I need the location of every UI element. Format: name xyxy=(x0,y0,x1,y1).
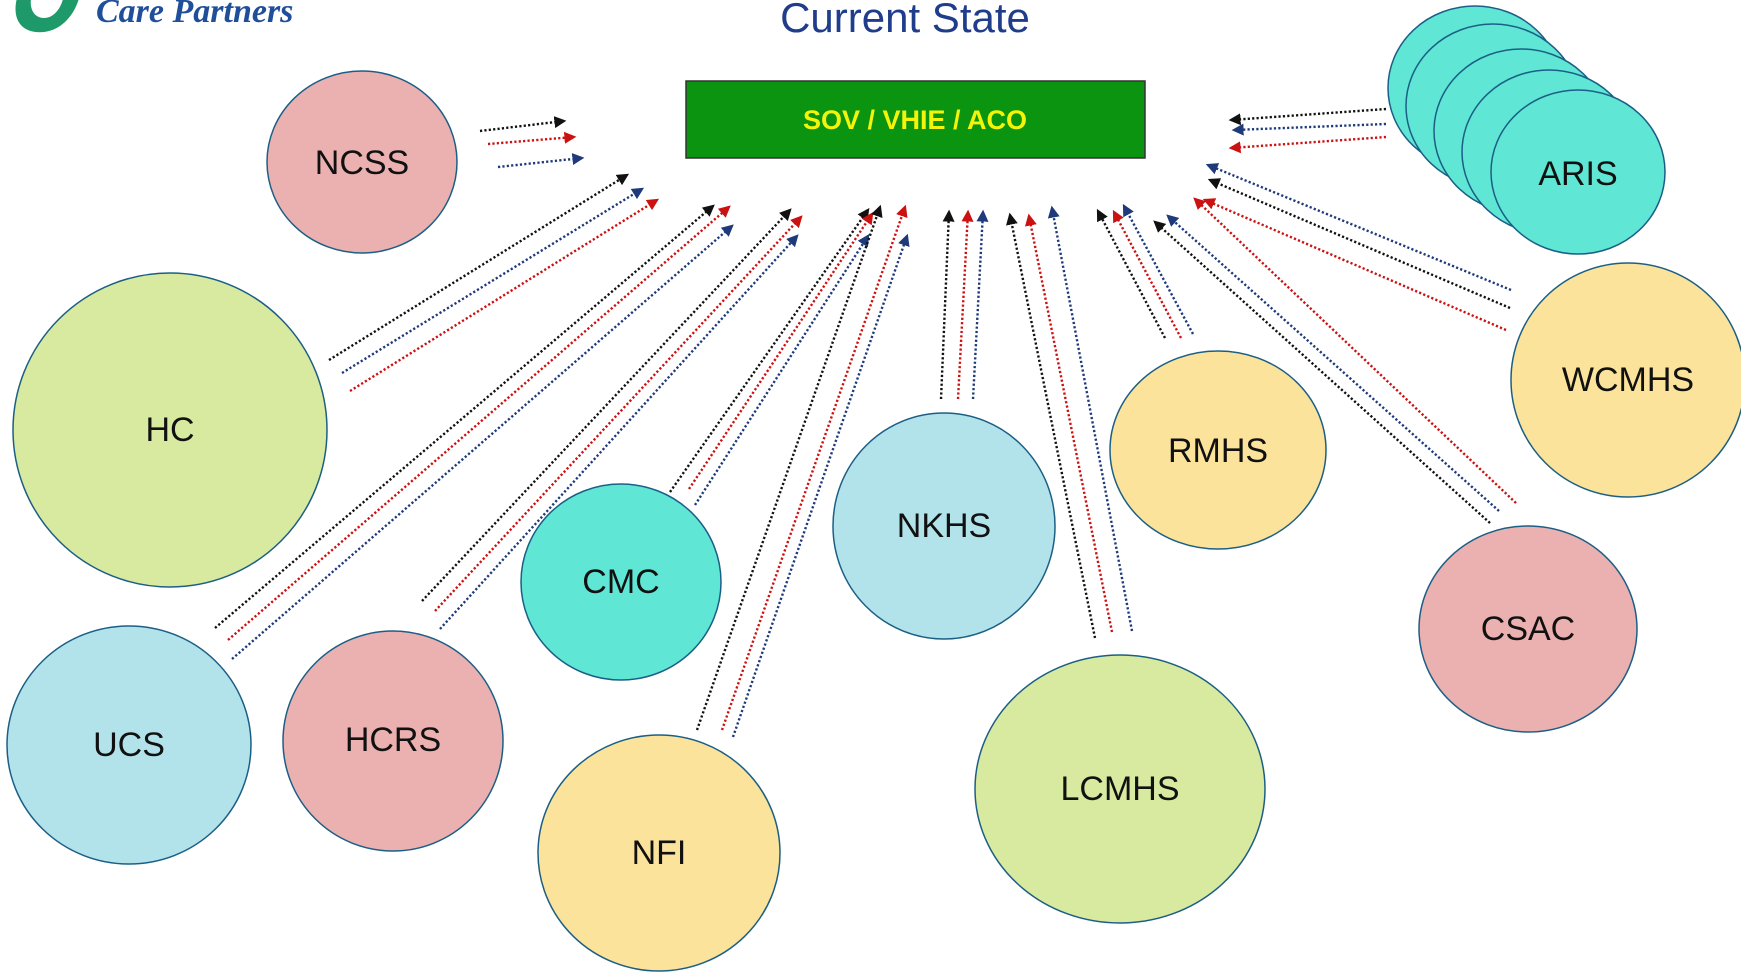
data-flow-arrow-black xyxy=(1228,107,1387,126)
data-flow-arrow-blue xyxy=(497,153,585,169)
data-flow-arrow-black xyxy=(1153,220,1491,524)
node-hc: HC xyxy=(12,272,328,588)
node-hc-circle xyxy=(12,272,328,588)
node-ucs-circle xyxy=(6,625,252,865)
data-flow-arrow-black xyxy=(328,173,630,362)
data-flow-arrow-blue xyxy=(1047,205,1134,632)
data-flow-arrow-blue xyxy=(1205,163,1512,292)
data-flow-arrow-blue xyxy=(341,187,645,375)
hub-box: SOV / VHIE / ACO xyxy=(685,80,1146,159)
data-flow-arrow-blue xyxy=(1231,122,1387,136)
data-flow-arrow-blue xyxy=(1166,214,1500,512)
node-hcrs-circle xyxy=(282,630,504,852)
care-partners-logo: Care Partners xyxy=(15,0,293,33)
data-flow-arrow-black xyxy=(421,208,792,602)
node-wcmhs-label: WCMHS xyxy=(1562,361,1694,399)
node-wcmhs-circle xyxy=(1510,262,1741,498)
node-lcmhs-label: LCMHS xyxy=(1060,770,1179,808)
node-ncss-circle xyxy=(266,70,458,254)
node-ncss: NCSS xyxy=(266,70,458,254)
data-flow-arrow-red xyxy=(227,205,731,641)
node-ucs-label: UCS xyxy=(93,726,165,764)
data-flow-arrow-black xyxy=(1006,212,1097,639)
node-ncss-label: NCSS xyxy=(315,144,409,182)
data-flow-arrow-black xyxy=(1096,208,1167,339)
data-flow-arrow-red xyxy=(349,198,660,393)
data-flow-arrow-red xyxy=(1112,209,1183,339)
node-nkhs: NKHS xyxy=(832,412,1056,640)
node-ucs: UCS xyxy=(6,625,252,865)
data-flow-arrow-red xyxy=(1024,213,1114,633)
page-title: Current State xyxy=(780,0,1030,41)
logo-swoosh-icon xyxy=(15,0,79,33)
data-flow-arrow-black xyxy=(1207,178,1511,310)
data-flow-arrow-red xyxy=(1202,198,1507,332)
data-flow-arrow-blue xyxy=(731,233,910,738)
data-flow-arrow-blue xyxy=(231,224,734,660)
hub-rect xyxy=(685,80,1146,159)
node-nfi-label: NFI xyxy=(632,834,687,872)
hub-label: SOV / VHIE / ACO xyxy=(803,105,1027,135)
data-flow-arrow-black xyxy=(214,204,715,629)
data-flow-arrow-black xyxy=(479,116,567,133)
node-lcmhs-circle xyxy=(974,654,1266,924)
data-flow-arrow-blue xyxy=(439,234,799,630)
data-flow-arrow-red xyxy=(434,215,803,612)
node-hcrs: HCRS xyxy=(282,630,504,852)
node-aris-label: ARIS xyxy=(1538,155,1617,193)
node-nfi: NFI xyxy=(537,734,781,972)
node-wcmhs: WCMHS xyxy=(1510,262,1741,498)
node-lcmhs: LCMHS xyxy=(974,654,1266,924)
node-aris: ARIS xyxy=(1387,5,1666,255)
node-hcrs-label: HCRS xyxy=(345,721,441,759)
node-rmhs-circle xyxy=(1109,350,1327,550)
node-csac: CSAC xyxy=(1418,525,1638,733)
node-cmc-circle xyxy=(520,483,722,681)
node-cmc-label: CMC xyxy=(582,563,659,601)
aris-stack-circle xyxy=(1490,89,1666,255)
node-csac-label: CSAC xyxy=(1481,610,1575,648)
data-flow-arrow-blue xyxy=(971,209,989,400)
node-cmc: CMC xyxy=(520,483,722,681)
node-csac-circle xyxy=(1418,525,1638,733)
data-flow-arrow-black xyxy=(669,208,870,493)
data-flow-arrow-red xyxy=(956,209,974,400)
data-flow-arrow-red xyxy=(1228,135,1387,154)
data-flow-arrow-black xyxy=(939,209,955,400)
data-flow-arrow-blue xyxy=(693,233,870,506)
node-rmhs-label: RMHS xyxy=(1168,432,1268,470)
node-hc-label: HC xyxy=(145,411,194,449)
data-flow-arrow-red xyxy=(1193,197,1517,504)
node-rmhs: RMHS xyxy=(1109,350,1327,550)
node-nfi-circle xyxy=(537,734,781,972)
arrow-layer xyxy=(214,107,1517,738)
data-flow-arrow-red xyxy=(487,131,577,146)
logo-text: Care Partners xyxy=(96,0,293,30)
node-nkhs-circle xyxy=(832,412,1056,640)
data-flow-arrow-red xyxy=(688,212,874,490)
node-nkhs-label: NKHS xyxy=(897,507,991,545)
